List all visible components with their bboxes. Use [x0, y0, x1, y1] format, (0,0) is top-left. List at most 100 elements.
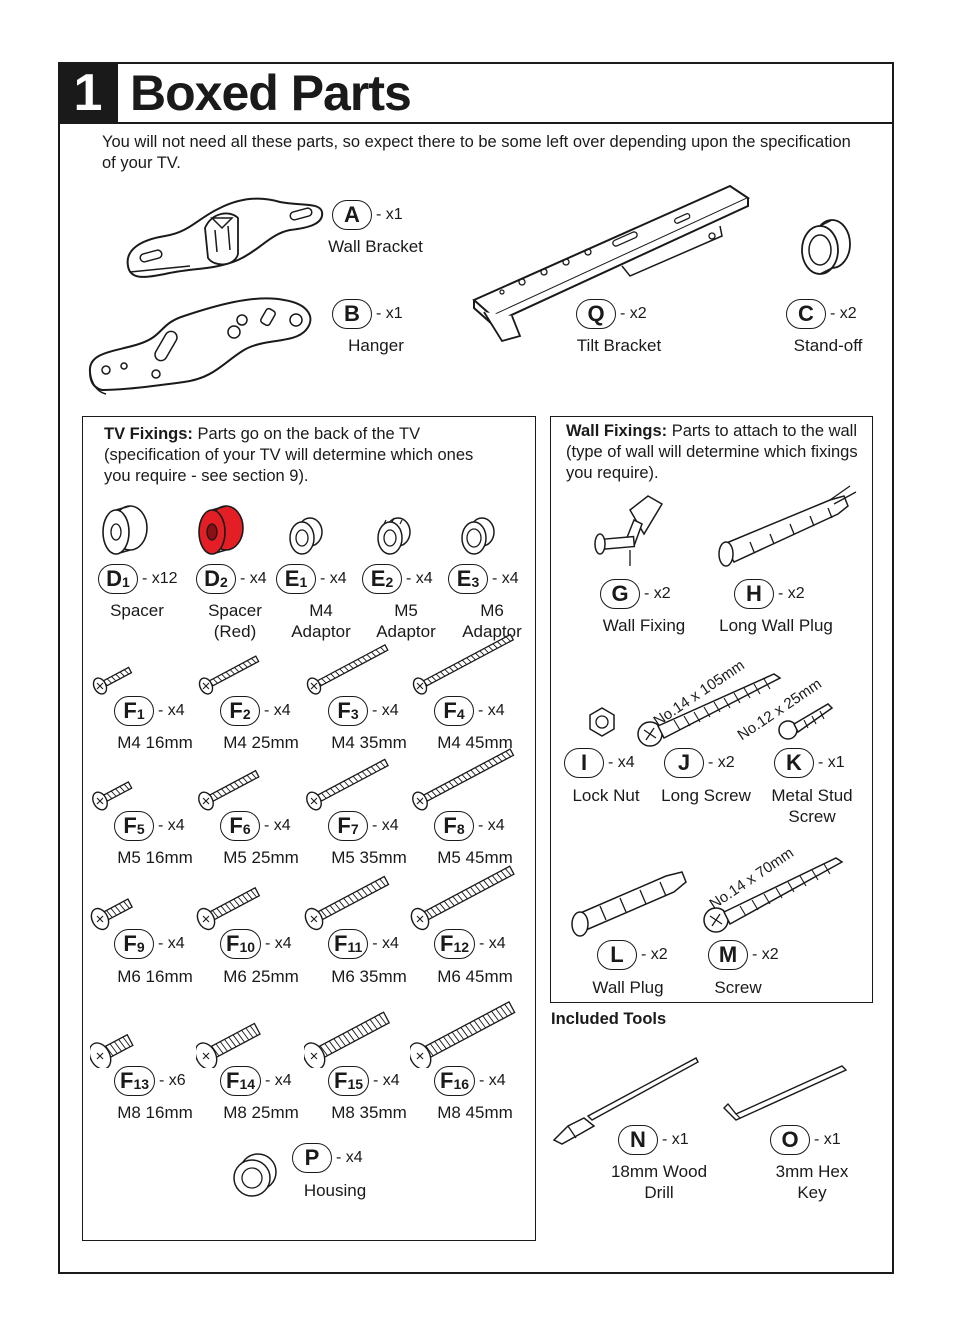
screw-f13-icon: [90, 1033, 134, 1068]
part-label-a: A - x1: [332, 200, 403, 230]
wall-fixings-heading: Wall Fixings:: [566, 422, 668, 440]
part-name-f8: M5 45mm: [437, 848, 513, 867]
part-label-h: H- x2: [734, 579, 805, 609]
included-tools-heading: Included Tools: [551, 1010, 667, 1028]
part-name-f14: M8 25mm: [223, 1103, 299, 1122]
wood-drill-icon: [552, 1057, 699, 1145]
stand-off-illustration: [801, 219, 851, 275]
part-code-a: A: [332, 200, 372, 230]
tilt-bracket-illustration: [472, 184, 751, 343]
spacer-icon: [102, 505, 148, 555]
screw-f4-icon: [412, 633, 515, 695]
screw-f2-icon: [198, 655, 260, 695]
header-divider: [118, 122, 894, 124]
part-name-h: Long Wall Plug: [719, 616, 833, 635]
part-label-i: I- x4: [564, 748, 635, 778]
part-name-d1: Spacer: [110, 601, 164, 620]
part-code-q: Q: [576, 299, 616, 329]
part-label-j: J- x2: [664, 748, 735, 778]
intro-text: You will not need all these parts, so ex…: [102, 133, 851, 172]
screw-f3-icon: [306, 643, 389, 695]
part-name-f15: M8 35mm: [331, 1103, 407, 1122]
screw-m-icon: [703, 857, 844, 933]
part-label-o: O- x1: [770, 1125, 841, 1155]
screw-f11-icon: [304, 875, 390, 931]
screw-f5-icon: [92, 781, 133, 811]
part-code-c: C: [786, 299, 826, 329]
tv-fixings-text: Parts go on the back of the TV (specific…: [104, 425, 474, 485]
part-qty-c: - x2: [830, 305, 857, 322]
section-number: 1: [58, 62, 118, 124]
housing-icon: [233, 1153, 277, 1197]
screw-f6-icon: [198, 769, 260, 811]
wall-fixings-text: Parts to attach to the wall (type of wal…: [566, 422, 858, 482]
part-name-f4: M4 45mm: [437, 733, 513, 752]
part-name-m: Screw: [714, 978, 762, 997]
part-label-l: L- x2: [597, 940, 668, 970]
part-qty-a: - x1: [376, 206, 403, 223]
part-name-f3: M4 35mm: [331, 733, 407, 752]
m4-adaptor-icon: [289, 517, 323, 555]
part-name-q: Tilt Bracket: [576, 336, 662, 355]
part-name-d2: Spacer(Red): [208, 601, 262, 641]
part-qty-b: - x1: [376, 305, 403, 322]
part-name-l: Wall Plug: [592, 978, 664, 997]
part-qty-f6: - x4: [264, 817, 291, 834]
part-qty-f14: - x4: [265, 1072, 292, 1089]
part-name-j: Long Screw: [661, 786, 751, 805]
part-qty-f16: - x4: [479, 1072, 506, 1089]
part-name-f1: M4 16mm: [117, 733, 193, 752]
part-qty-f2: - x4: [264, 702, 291, 719]
part-qty-f7: - x4: [372, 817, 399, 834]
wall-fixings-panel: [550, 416, 873, 1003]
part-qty-f8: - x4: [478, 817, 505, 834]
part-name-g: Wall Fixing: [602, 616, 686, 635]
metal-stud-screw-icon: [778, 703, 834, 740]
part-qty-f13: - x6: [159, 1072, 186, 1089]
part-name-f7: M5 35mm: [331, 848, 407, 867]
wall-fixing-icon: [594, 495, 664, 566]
lock-nut-icon: [589, 707, 615, 737]
part-qty-f1: - x4: [158, 702, 185, 719]
part-label-c: C - x2: [786, 299, 857, 329]
part-name-i: Lock Nut: [572, 786, 640, 805]
part-label-n: N- x1: [618, 1125, 689, 1155]
part-name-f9: M6 16mm: [117, 967, 193, 986]
part-qty-f15: - x4: [373, 1072, 400, 1089]
part-qty-f12: - x4: [479, 935, 506, 952]
wall-bracket-illustration: [126, 197, 324, 278]
m5-adaptor-icon: [377, 517, 411, 555]
screw-f7-icon: [306, 758, 389, 811]
tv-fixings-heading: TV Fixings:: [104, 425, 193, 443]
part-name-b: Hanger: [348, 336, 404, 355]
wall-plug-icon: [571, 871, 687, 937]
part-qty-f4: - x4: [478, 702, 505, 719]
part-name-c: Stand-off: [793, 336, 863, 355]
part-name-a: Wall Bracket: [328, 237, 423, 256]
screw-f12-icon: [410, 865, 515, 931]
m6-adaptor-icon: [461, 517, 495, 555]
part-label-p: P- x4: [292, 1143, 363, 1173]
